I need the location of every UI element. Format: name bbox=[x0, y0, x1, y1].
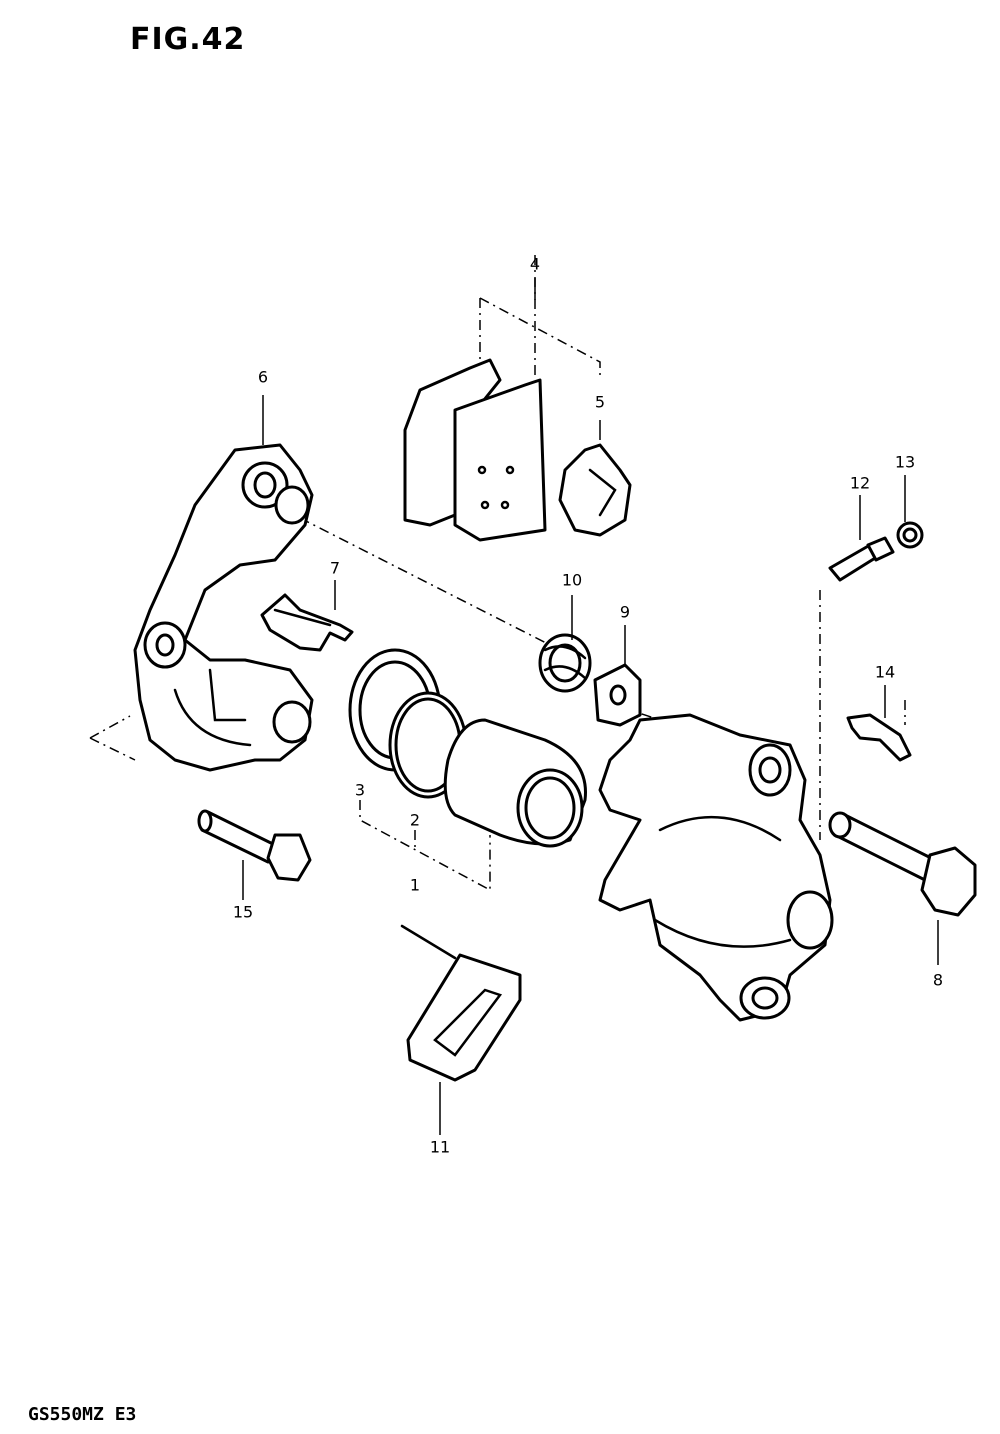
callout-6: 6 bbox=[257, 367, 269, 387]
brake-pads bbox=[403, 358, 547, 542]
caliper-bracket bbox=[133, 443, 314, 772]
callout-7: 7 bbox=[329, 558, 341, 578]
pad-retainer bbox=[400, 924, 522, 1082]
caliper-bolt bbox=[828, 811, 977, 917]
callout-12: 12 bbox=[849, 473, 871, 493]
pad-shim bbox=[558, 443, 632, 537]
callout-8: 8 bbox=[932, 970, 944, 990]
callout-5: 5 bbox=[594, 392, 606, 412]
bracket-bolt bbox=[197, 809, 312, 882]
callout-13: 13 bbox=[894, 452, 916, 472]
model-code: GS550MZ E3 bbox=[28, 1404, 137, 1425]
callout-4: 4 bbox=[529, 254, 541, 274]
assembly-lines bbox=[89, 255, 906, 892]
callout-3: 3 bbox=[354, 780, 366, 800]
bleeder-cap bbox=[896, 521, 924, 549]
callout-14: 14 bbox=[874, 662, 896, 682]
callout-10: 10 bbox=[561, 570, 583, 590]
piston-seal-set bbox=[348, 648, 587, 848]
clip bbox=[846, 713, 912, 762]
callout-15: 15 bbox=[232, 902, 254, 922]
leader-lines bbox=[242, 278, 939, 1135]
spring bbox=[538, 633, 592, 693]
plate bbox=[593, 663, 642, 727]
pad-spring bbox=[260, 593, 354, 652]
callout-2: 2 bbox=[409, 810, 421, 830]
bleeder-valve bbox=[828, 536, 895, 582]
callout-11: 11 bbox=[429, 1137, 451, 1157]
figure-title: FIG.42 bbox=[130, 22, 246, 57]
callout-1: 1 bbox=[409, 875, 421, 895]
callout-9: 9 bbox=[619, 602, 631, 622]
caliper-body bbox=[598, 713, 834, 1022]
